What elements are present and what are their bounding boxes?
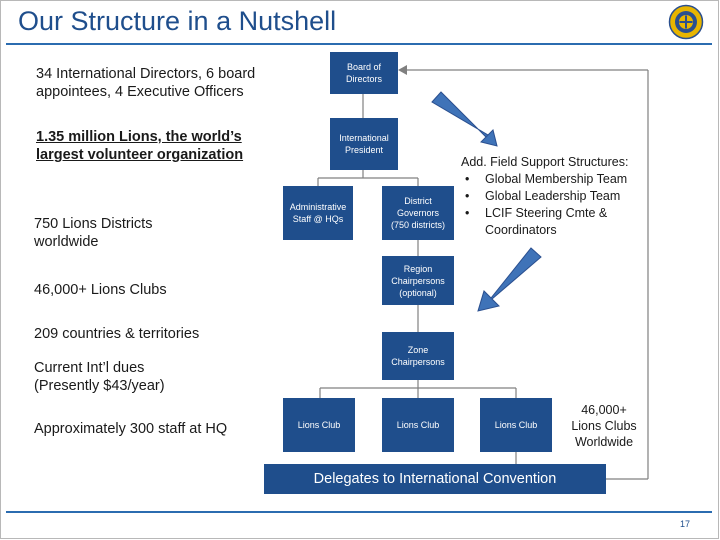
region-label-line-3: (optional) bbox=[399, 287, 437, 298]
support-item-leadership: Global Leadership Team bbox=[461, 188, 645, 205]
lions-club-label: Lions Club bbox=[494, 420, 538, 430]
international-convention-box: Delegates to International Convention bbox=[264, 464, 606, 494]
fact-districts: 750 Lions Districts worldwide bbox=[34, 216, 153, 250]
district-label-line-2: Governors bbox=[396, 208, 440, 218]
lions-club-label: Lions Club bbox=[297, 420, 341, 430]
board-of-directors-box: Board of Directors bbox=[330, 52, 398, 94]
board-label-line-2: Directors bbox=[345, 74, 382, 84]
fact-board-composition: 34 International Directors, 6 board appo… bbox=[36, 66, 256, 100]
board-label-line-1: Board of bbox=[346, 62, 382, 72]
clubs-worldwide-label: 46,000+ Lions Clubs Worldwide bbox=[571, 403, 637, 449]
region-label-line-2: Chairpersons bbox=[391, 275, 445, 286]
lions-club-box-2: Lions Club bbox=[382, 398, 454, 452]
fact-membership: 1.35 million Lions, the world’s largest … bbox=[36, 129, 244, 163]
president-label-line-2: President bbox=[344, 145, 384, 155]
president-label-line-1: International bbox=[339, 133, 389, 143]
page-number: 17 bbox=[680, 519, 691, 529]
administrative-staff-box: Administrative Staff @ HQs bbox=[283, 186, 353, 240]
support-arrow-lower bbox=[477, 247, 542, 312]
region-chairpersons-box: Region Chairpersons (optional) bbox=[382, 256, 454, 305]
support-structures-list: Global Membership Team Global Leadership… bbox=[461, 171, 645, 239]
fact-dues: Current Int’l dues (Presently $43/year) bbox=[34, 360, 165, 394]
support-item-lcif: LCIF Steering Cmte & Coordinators bbox=[461, 205, 645, 239]
district-label-line-1: District bbox=[404, 196, 432, 206]
zone-chairpersons-box: Zone Chairpersons bbox=[382, 332, 454, 380]
support-item-membership: Global Membership Team bbox=[461, 171, 645, 188]
zone-label-line-1: Zone bbox=[407, 345, 429, 355]
region-label-line-1: Region bbox=[403, 263, 433, 274]
support-structures: Add. Field Support Structures: Global Me… bbox=[461, 154, 645, 239]
zone-label-line-2: Chairpersons bbox=[391, 357, 445, 367]
admin-label-line-2: Staff @ HQs bbox=[292, 214, 344, 224]
title-divider bbox=[6, 43, 712, 45]
fact-staff: Approximately 300 staff at HQ bbox=[34, 421, 228, 437]
board-return-arrowhead bbox=[398, 65, 407, 75]
footer-divider bbox=[6, 511, 712, 513]
international-president-box: International President bbox=[330, 118, 398, 170]
lions-club-label: Lions Club bbox=[396, 420, 440, 430]
support-arrow-upper bbox=[431, 91, 498, 147]
district-label-line-3: (750 districts) bbox=[390, 220, 445, 230]
support-structures-heading: Add. Field Support Structures: bbox=[461, 155, 629, 169]
lions-club-box-1: Lions Club bbox=[283, 398, 355, 452]
lions-club-box-3: Lions Club bbox=[480, 398, 552, 452]
lions-club-logo bbox=[668, 4, 704, 40]
fact-clubs: 46,000+ Lions Clubs bbox=[34, 282, 167, 298]
fact-countries: 209 countries & territories bbox=[34, 326, 200, 342]
slide-title: Our Structure in a Nutshell bbox=[18, 6, 337, 36]
admin-label-line-1: Administrative bbox=[289, 202, 347, 212]
district-governors-box: District Governors (750 districts) bbox=[382, 186, 454, 240]
